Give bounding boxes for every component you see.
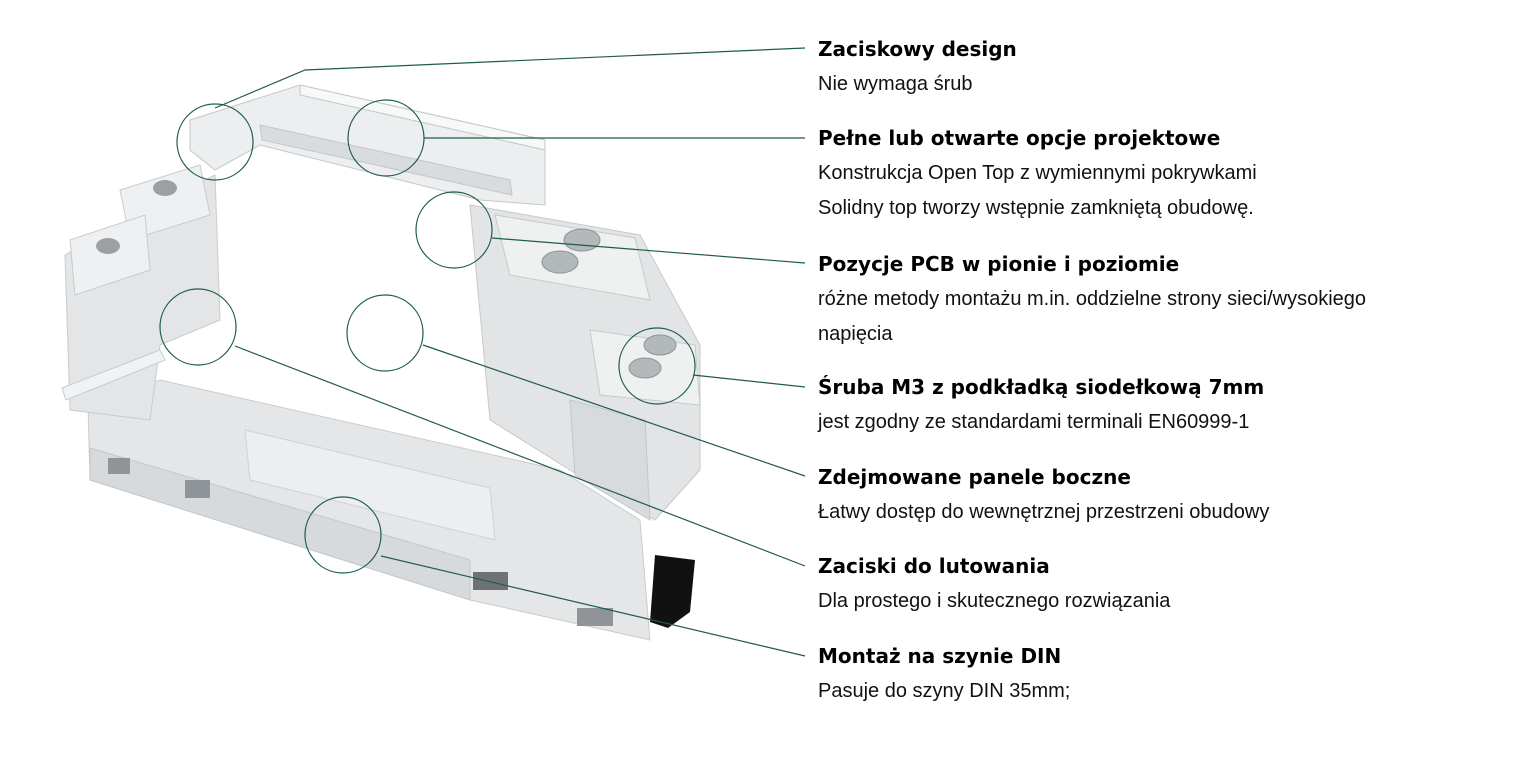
callout-circle	[176, 103, 254, 181]
feature-open-top-options: Pełne lub otwarte opcje projektowe Konst…	[818, 125, 1518, 226]
screw-hole	[153, 180, 177, 196]
feature-description: różne metody montażu m.in. oddzielne str…	[818, 288, 1367, 310]
feature-title: Zaciskowy design	[818, 37, 1017, 61]
callout-circle	[346, 294, 424, 372]
screw-hole	[628, 357, 662, 379]
feature-description: Dla prostego i skutecznego rozwiązania	[818, 590, 1171, 612]
left-terminal-block	[69, 214, 151, 296]
callout-circles	[159, 99, 696, 574]
top-bridge-lip	[299, 84, 546, 151]
feature-pcb-positions: Pozycje PCB w pionie i poziomie różne me…	[818, 251, 1518, 352]
leader-line	[422, 344, 806, 477]
callout-circle	[159, 288, 237, 366]
feature-title: Śruba M3 z podkładką siodełkową 7mm	[818, 375, 1265, 399]
feature-solder-terminals: Zaciski do lutowania Dla prostego i skut…	[818, 553, 1518, 619]
leader-line	[214, 47, 806, 109]
feature-m3-screw: Śruba M3 z podkładką siodełkową 7mm jest…	[818, 374, 1518, 440]
feature-title: Zaciski do lutowania	[818, 554, 1050, 578]
leader-line	[491, 237, 806, 264]
feature-description: Pasuje do szyny DIN 35mm;	[818, 680, 1071, 702]
feature-removable-panels: Zdejmowane panele boczne Łatwy dostęp do…	[818, 464, 1518, 530]
feature-din-mounting: Montaż na szynie DIN Pasuje do szyny DIN…	[818, 643, 1518, 709]
leader-line	[692, 374, 806, 388]
screw-hole	[541, 250, 579, 274]
slot	[108, 458, 130, 474]
top-bridge-rib	[259, 124, 513, 196]
feature-title: Pełne lub otwarte opcje projektowe	[818, 126, 1221, 150]
slot	[185, 480, 210, 498]
feature-description: Nie wymaga śrub	[818, 73, 973, 95]
screw-hole	[643, 334, 677, 356]
feature-description: Konstrukcja Open Top z wymiennymi pokryw…	[818, 162, 1257, 184]
feature-title: Montaż na szynie DIN	[818, 644, 1062, 668]
feature-description: jest zgodny ze standardami terminali EN6…	[818, 411, 1250, 433]
screw-hole	[96, 238, 120, 254]
leader-line	[234, 345, 806, 567]
callout-circle	[415, 191, 493, 269]
callout-circle	[347, 99, 425, 177]
feature-description: napięcia	[818, 323, 893, 345]
feature-title: Pozycje PCB w pionie i poziomie	[818, 252, 1180, 276]
callout-circle	[304, 496, 382, 574]
slot	[473, 572, 508, 590]
pcb-guide-rails	[61, 349, 166, 401]
leader-line	[380, 555, 806, 657]
feature-title: Zdejmowane panele boczne	[818, 465, 1131, 489]
feature-description: Łatwy dostęp do wewnętrznej przestrzeni …	[818, 501, 1270, 523]
din-clip	[650, 555, 695, 628]
leader-lines	[214, 47, 806, 657]
feature-description: Solidny top tworzy wstępnie zamkniętą ob…	[818, 197, 1254, 219]
callout-circle	[618, 327, 696, 405]
feature-snap-design: Zaciskowy design Nie wymaga śrub	[818, 36, 1518, 102]
screw-hole	[563, 228, 601, 252]
slot	[577, 608, 613, 626]
side-panel	[569, 399, 651, 521]
tray-inner-panel	[244, 429, 496, 541]
